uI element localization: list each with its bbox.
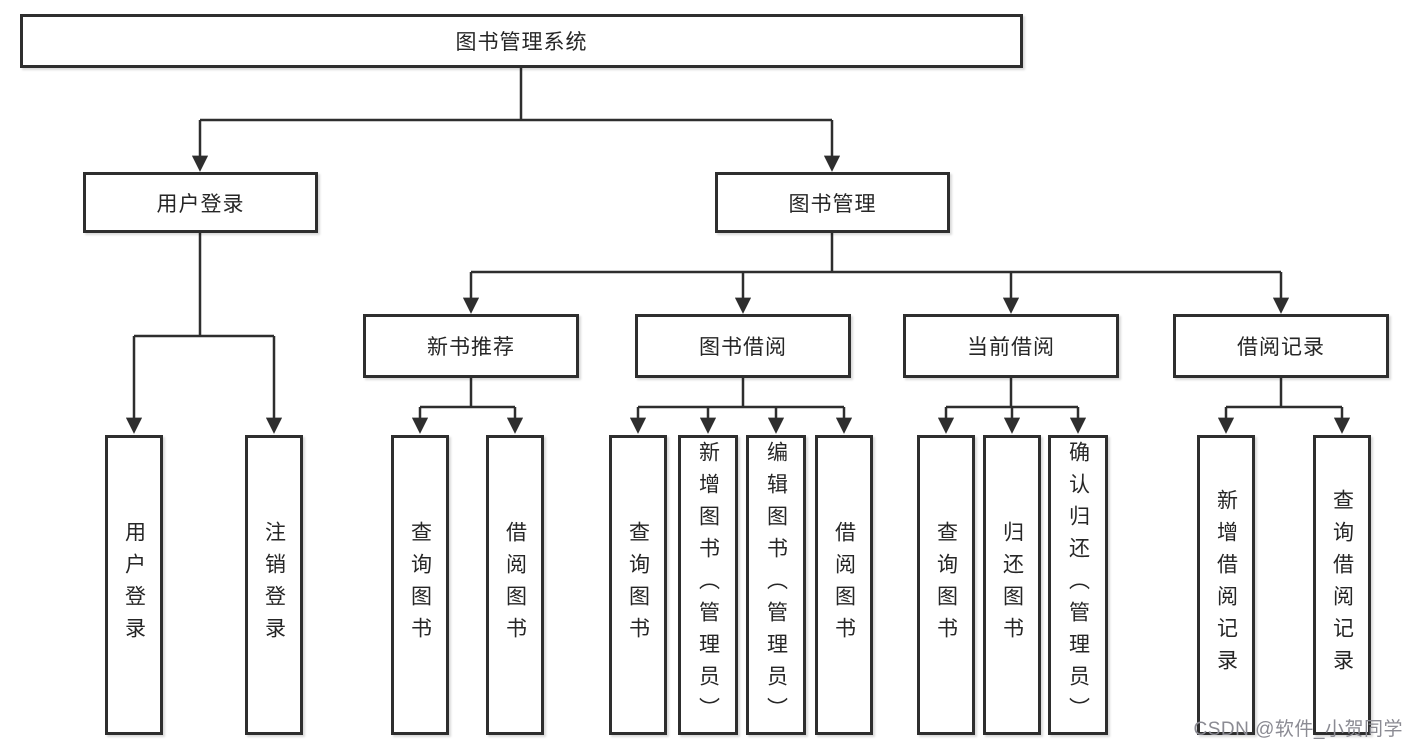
node-new-book-recommend: 新书推荐 bbox=[363, 314, 579, 378]
leaf-borrow-add-admin: 新增图书（管理员） bbox=[678, 435, 738, 735]
leaf-records-query: 查询借阅记录 bbox=[1313, 435, 1371, 735]
connector-borrow-spine bbox=[638, 378, 844, 409]
node-borrow-records: 借阅记录 bbox=[1173, 314, 1389, 378]
node-root-system: 图书管理系统 bbox=[20, 14, 1023, 68]
leaf-newbook-borrow: 借阅图书 bbox=[486, 435, 544, 735]
connector-records-spine bbox=[1226, 378, 1342, 409]
connector-login-spine bbox=[134, 233, 274, 338]
node-book-borrow: 图书借阅 bbox=[635, 314, 851, 378]
leaf-current-query: 查询图书 bbox=[917, 435, 975, 735]
leaf-current-return: 归还图书 bbox=[983, 435, 1041, 735]
node-current-borrow: 当前借阅 bbox=[903, 314, 1119, 378]
connector-current-spine bbox=[946, 378, 1078, 409]
connector-newbook-spine bbox=[420, 378, 515, 409]
leaf-user-login: 用户登录 bbox=[105, 435, 163, 735]
leaf-borrow-edit-admin: 编辑图书（管理员） bbox=[746, 435, 806, 735]
leaf-current-confirm-admin: 确认归还（管理员） bbox=[1048, 435, 1108, 735]
leaf-borrow-query: 查询图书 bbox=[609, 435, 667, 735]
node-user-login-branch: 用户登录 bbox=[83, 172, 318, 233]
csdn-watermark: CSDN @软件_小贺同学 bbox=[1193, 719, 1403, 740]
leaf-borrow-book: 借阅图书 bbox=[815, 435, 873, 735]
connector-root-spine bbox=[200, 68, 832, 122]
leaf-logout: 注销登录 bbox=[245, 435, 303, 735]
leaf-newbook-query: 查询图书 bbox=[391, 435, 449, 735]
leaf-records-add: 新增借阅记录 bbox=[1197, 435, 1255, 735]
connector-bookmgmt-spine bbox=[471, 233, 1281, 274]
node-book-management-branch: 图书管理 bbox=[715, 172, 950, 233]
